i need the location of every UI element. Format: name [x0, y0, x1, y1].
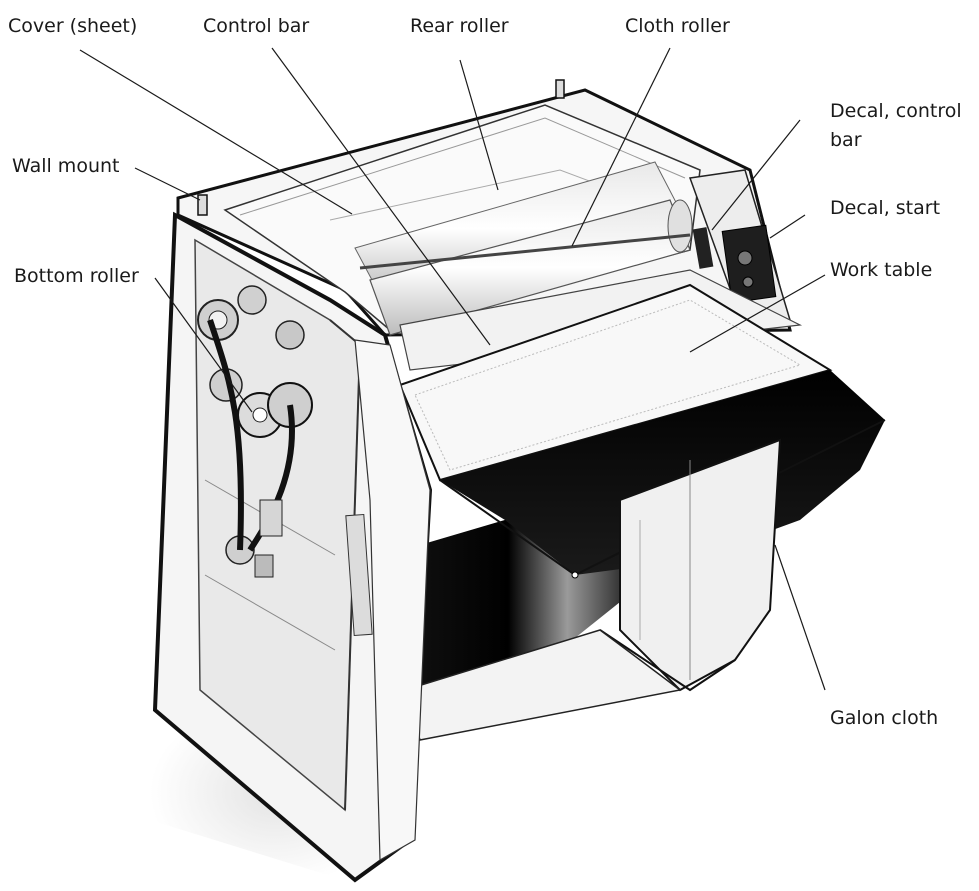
label-decal-control-bar-line2: bar [830, 129, 862, 151]
label-galon-cloth: Galon cloth [830, 707, 939, 729]
wall-mount-tab-right [555, 79, 565, 99]
label-cover-sheet: Cover (sheet) [8, 15, 138, 37]
drive-gears [197, 285, 313, 578]
cloth-roller [369, 199, 691, 336]
label-wall-mount: Wall mount [12, 155, 120, 177]
label-decal-control-bar-line1: Decal, control [830, 100, 962, 122]
wall-mount-tab-left [197, 194, 208, 216]
label-rear-roller: Rear roller [410, 15, 509, 37]
label-cloth-roller: Cloth roller [625, 15, 730, 37]
leader-lines [79, 47, 826, 691]
control-bar-decal [692, 227, 714, 269]
label-bottom-roller: Bottom roller [14, 265, 139, 287]
label-work-table: Work table [830, 259, 933, 281]
left-side-panel [354, 339, 431, 862]
label-decal-start: Decal, start [830, 197, 941, 219]
label-control-bar: Control bar [203, 15, 310, 37]
